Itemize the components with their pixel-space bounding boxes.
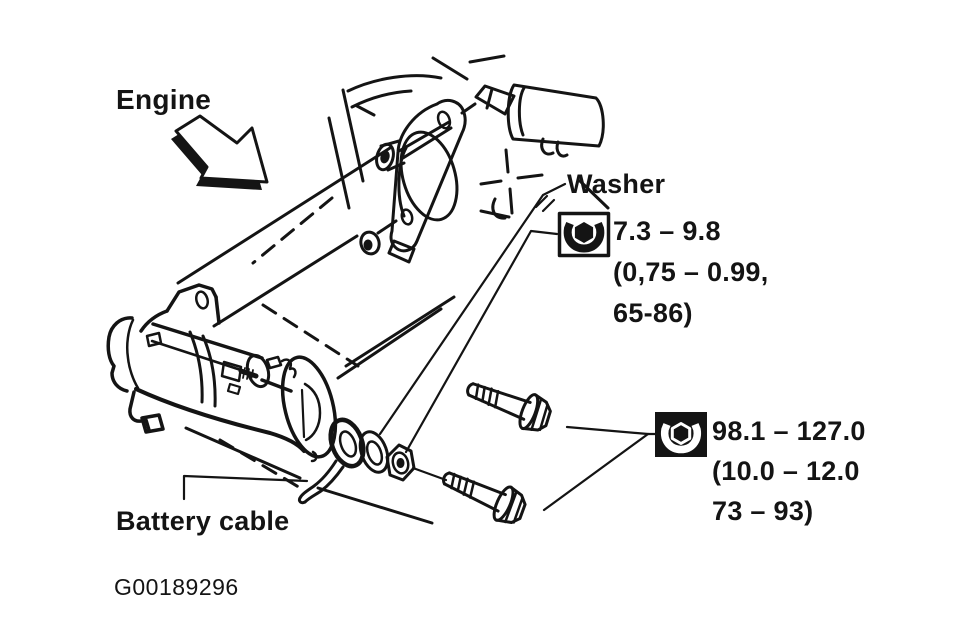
leader-lines xyxy=(182,182,658,512)
washer-label: Washer xyxy=(567,169,666,199)
torque-value-line: 65-86) xyxy=(613,298,693,328)
bolt-upper-leader-line xyxy=(565,425,650,436)
washer-leader-line xyxy=(378,182,567,436)
terminal-nut-leader-line xyxy=(404,229,559,454)
torque-value-line: (0,75 – 0.99, xyxy=(613,257,769,287)
figure-id-code: G00189296 xyxy=(114,574,239,600)
torque-value-line: (10.0 – 12.0 xyxy=(712,456,860,486)
bolt-lower-leader-line xyxy=(542,432,650,512)
torque-value-line: 7.3 – 9.8 xyxy=(613,216,721,246)
starter-motor-drawing xyxy=(106,283,338,463)
terminal-hardware-drawing xyxy=(328,417,416,482)
cable-ring-terminal xyxy=(328,417,366,469)
mounting-bolt-upper xyxy=(466,382,552,432)
mounting-flange-drawing xyxy=(375,98,467,264)
mounting-bolt-torque-spec: 98.1 – 127.0 (10.0 – 12.0 73 – 93) xyxy=(712,411,866,531)
torque-wrench-outline-icon xyxy=(557,211,611,258)
battery-cable-drawing xyxy=(297,459,345,505)
washer-leader-break-marks xyxy=(534,194,556,213)
torque-value-line: 98.1 – 127.0 xyxy=(712,416,866,446)
torque-value-line: 73 – 93) xyxy=(712,496,814,526)
torque-wrench-solid-icon xyxy=(655,412,707,457)
mounting-bolt-lower xyxy=(442,471,527,525)
engine-structure-drawing xyxy=(176,54,610,525)
engine-arrow-icon xyxy=(171,114,269,190)
engine-label: Engine xyxy=(116,84,212,115)
battery-cable-leader-line xyxy=(182,474,309,501)
washer-part xyxy=(358,430,390,474)
battery-cable-label: Battery cable xyxy=(116,506,290,536)
terminal-nut-torque-spec: 7.3 – 9.8 (0,75 – 0.99, 65-86) xyxy=(613,211,769,334)
terminal-nut-part xyxy=(385,443,416,482)
nut-to-bolt-line xyxy=(411,466,448,482)
